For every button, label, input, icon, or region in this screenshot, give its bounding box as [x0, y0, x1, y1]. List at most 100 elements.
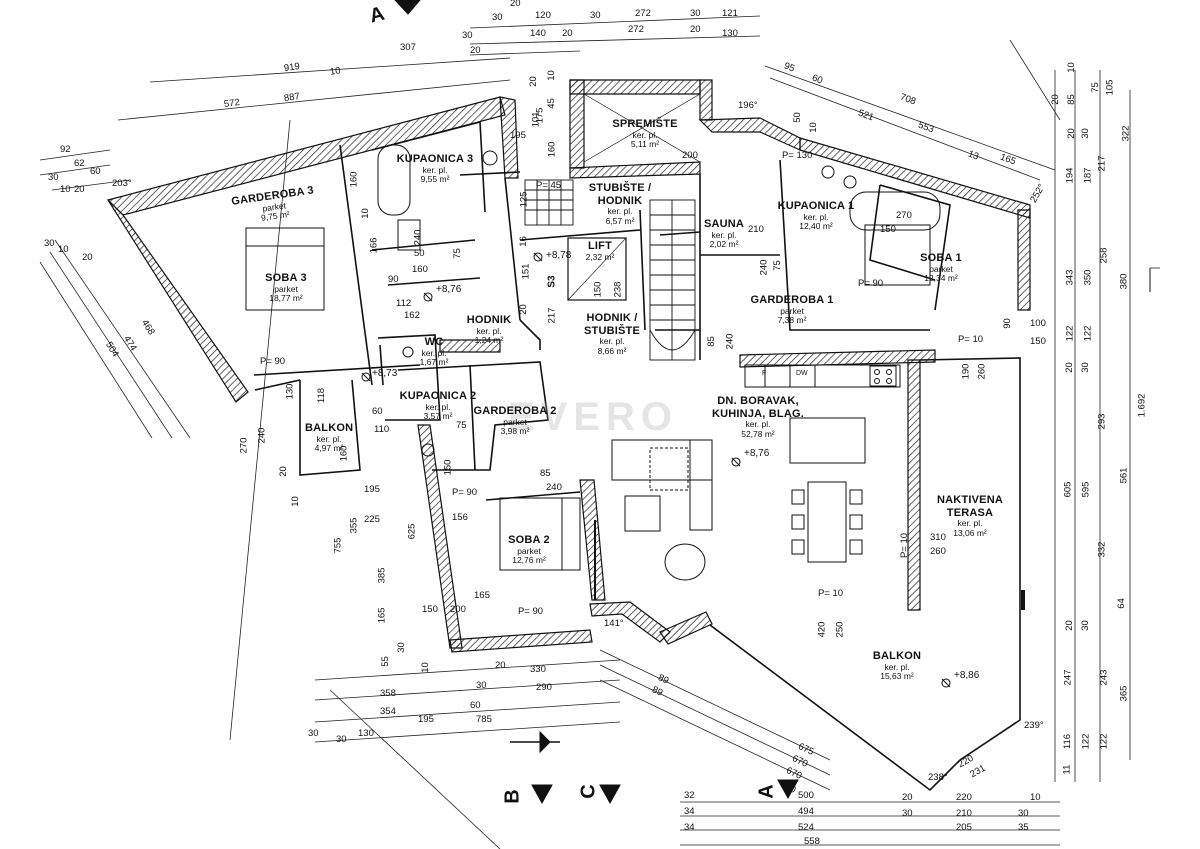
dimension-label: 122: [1080, 733, 1092, 750]
dimension-label: 90: [388, 274, 399, 285]
opening-label: P= 90: [858, 278, 884, 289]
dimension-label: 30: [44, 238, 55, 249]
dimension-label: 187: [1082, 167, 1094, 184]
round-table: [664, 543, 706, 581]
dimension-label: 112: [396, 298, 412, 309]
dimension-label: 785: [476, 714, 492, 725]
dimension-label: 195: [418, 714, 434, 725]
room-floor: ker. pl.: [607, 206, 633, 217]
dimension-label: 10: [419, 662, 431, 673]
dimension-label: 605: [1062, 481, 1074, 498]
dimension-label: 141°: [604, 618, 624, 629]
room-name: SOBA 3: [265, 272, 307, 284]
dimension-label: 220: [956, 792, 972, 803]
dimension-label: 195: [364, 484, 380, 495]
room-area: 7,38 m²: [777, 315, 807, 326]
dimension-label: 358: [380, 688, 396, 699]
room-garderoba-1: GARDEROBA 1 parket 7,38 m²: [750, 294, 834, 326]
room-area: 5,11 m²: [630, 139, 660, 150]
dimension-label: 160: [348, 171, 360, 188]
room-name: HODNIK / STUBIŠTE: [584, 312, 640, 337]
dimension-label: 10: [1030, 792, 1041, 803]
dimension-label: 20: [495, 660, 506, 671]
dimension-label: 10: [1065, 62, 1077, 73]
room-floor: ker. pl.: [745, 419, 771, 430]
dimension-label: 290: [536, 682, 552, 693]
dimension-label: 250: [834, 621, 846, 638]
room-balkon-west: BALKON ker. pl. 4,97 m²: [305, 422, 353, 454]
dimension-label: 238°: [928, 772, 948, 783]
room-name: KUPAONICA 3: [396, 153, 474, 165]
armchair: [624, 495, 661, 532]
dimension-label: 45: [545, 98, 557, 109]
dimension-label: 10: [807, 122, 819, 133]
opening-label: P= 10: [818, 588, 844, 599]
dimension-label: 34: [684, 806, 695, 817]
room-name: BALKON: [872, 650, 922, 662]
dimension-label: 30: [1079, 362, 1091, 373]
room-name: GARDEROBA 2: [473, 405, 557, 417]
dimension-label: 122: [1064, 325, 1076, 342]
dimension-label: 30: [902, 808, 913, 819]
dimension-label: 105: [1104, 79, 1116, 96]
dimension-label: 210: [956, 808, 972, 819]
bed-soba1: [864, 224, 931, 286]
room-floor: ker. pl.: [316, 433, 342, 444]
dimension-label: 355: [348, 517, 360, 534]
dimension-label: 32: [684, 790, 695, 801]
lift-shaft: [567, 237, 627, 301]
dimension-label: 307: [400, 42, 416, 53]
dimension-label: 165: [474, 590, 490, 601]
room-kupaonica-3: KUPAONICA 3 ker. pl. 9,55 m²: [392, 153, 478, 185]
room-floor: ker. pl.: [803, 211, 829, 222]
opening-label: P= 130: [782, 150, 813, 161]
room-hodnik-stubiste: HODNIK / STUBIŠTE ker. pl. 8,66 m²: [572, 312, 652, 357]
room-lift: LIFT 2,32 m²: [578, 240, 622, 262]
dimension-label: 332: [1096, 541, 1108, 558]
dimension-label: 150: [1030, 336, 1046, 347]
dimension-lines: [39, 15, 1160, 849]
dimension-label: 1.692: [1136, 393, 1148, 418]
dimension-label: 20: [82, 252, 93, 263]
appliance-label: F: [762, 370, 767, 377]
dimension-label: 293: [1096, 413, 1108, 430]
dimension-label: 130: [722, 28, 738, 39]
dimension-label: 310: [930, 532, 946, 543]
dimension-label: 887: [283, 90, 301, 105]
dimension-label: 150: [880, 224, 896, 235]
dimension-label: 85: [540, 468, 551, 479]
dimension-label: 150: [592, 281, 604, 298]
dimension-label: 625: [406, 523, 418, 540]
room-floor: ker. pl.: [422, 164, 448, 175]
dimension-label: 130: [358, 728, 374, 739]
room-name: SOBA 2: [508, 534, 550, 546]
section-b: B: [501, 789, 524, 804]
dimension-label: 122: [1082, 325, 1094, 342]
dimension-label: 30: [690, 8, 701, 19]
dimension-label: 101: [530, 111, 542, 128]
dimension-label: 160: [338, 445, 350, 462]
level-label: +8,78: [546, 250, 572, 261]
dimension-label: 16: [517, 236, 529, 247]
dimension-label: 130: [284, 383, 296, 400]
section-c: C: [577, 784, 600, 799]
dimension-label: 194: [1064, 167, 1076, 184]
kitchen-island: [789, 417, 866, 464]
level-label: +8,86: [954, 670, 980, 681]
room-name: BALKON: [305, 422, 354, 434]
room-area: 3,98 m²: [500, 426, 530, 437]
dimension-label: 330: [530, 664, 546, 675]
dimension-label: 30: [1079, 128, 1091, 139]
dimension-label: 20: [1065, 128, 1077, 139]
dimension-label: 11: [1061, 764, 1073, 775]
dimension-label: 160: [546, 141, 558, 158]
room-floor: parket: [503, 416, 527, 427]
dimension-label: 50: [414, 248, 425, 259]
appliance-label: DW: [796, 370, 808, 377]
dimension-label: 64: [1115, 598, 1127, 609]
room-name: NAKTIVENA TERASA: [937, 494, 1003, 519]
dimension-label: 156: [452, 512, 468, 523]
dimension-label: 10: [58, 244, 69, 255]
dimension-label: 238: [612, 281, 624, 298]
room-balkon-east: BALKON ker. pl. 15,63 m²: [866, 650, 928, 682]
